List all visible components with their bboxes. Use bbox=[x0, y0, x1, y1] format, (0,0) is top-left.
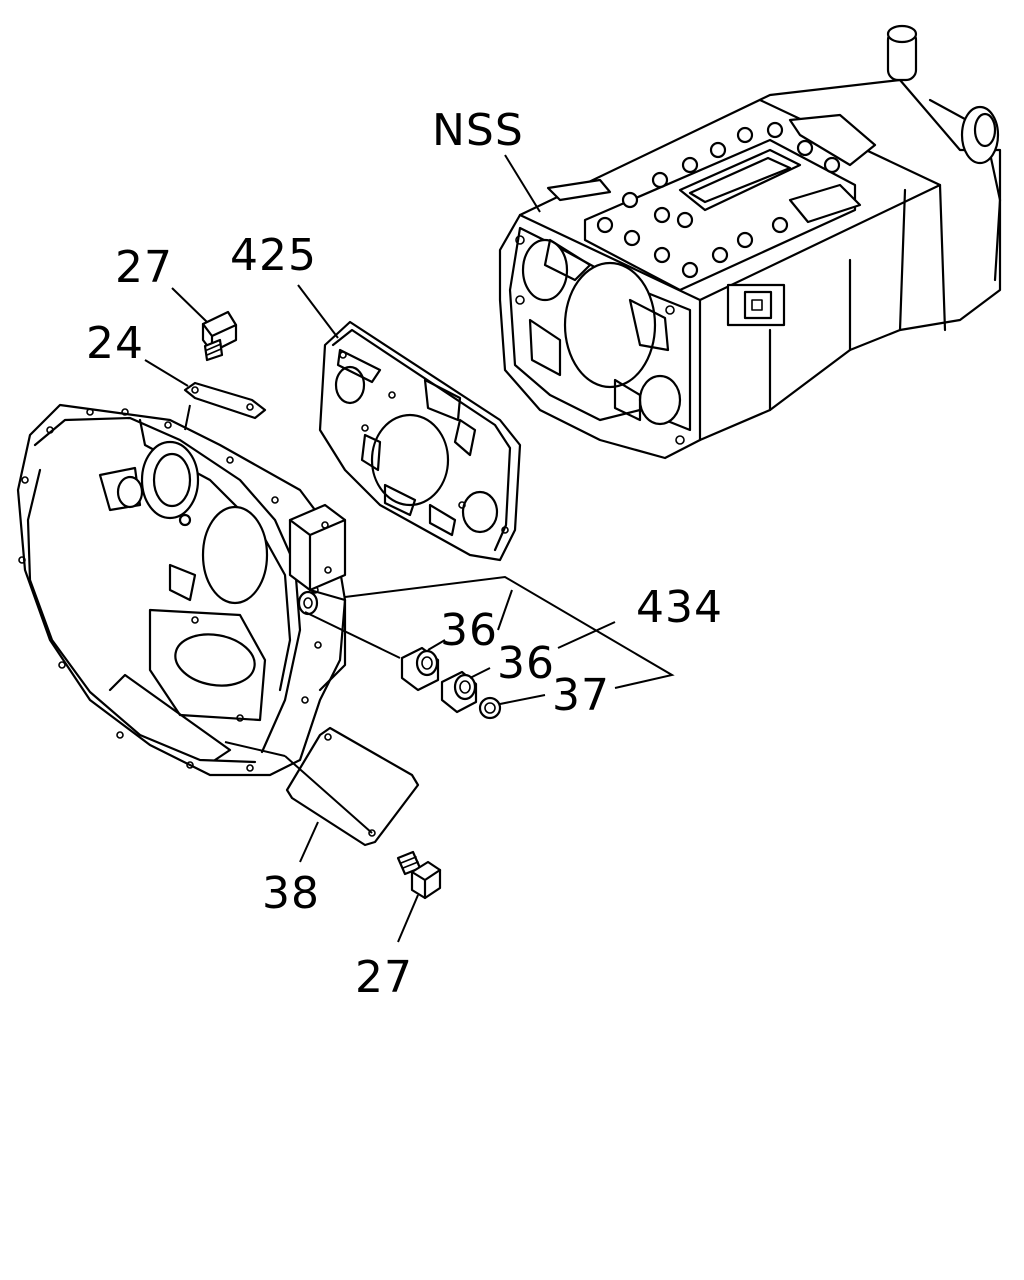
leader-lines bbox=[144, 154, 675, 943]
callout-27-bottom: 27 bbox=[355, 952, 413, 1003]
callout-27-top: 27 bbox=[115, 242, 173, 293]
clutch-bell-housing bbox=[16, 403, 347, 777]
bolt-27-bottom bbox=[396, 850, 442, 900]
gasket-425 bbox=[318, 320, 522, 562]
cover-plate-38 bbox=[285, 726, 420, 847]
callout-434: 434 bbox=[636, 582, 723, 633]
bushing-36-b bbox=[440, 670, 478, 714]
callout-37: 37 bbox=[552, 670, 610, 721]
tag-plate-24 bbox=[183, 381, 267, 420]
callout-425: 425 bbox=[230, 230, 317, 281]
washer-37 bbox=[478, 696, 502, 720]
transmission-assembly bbox=[498, 24, 1002, 460]
bushing-36-a bbox=[400, 646, 440, 692]
callout-24: 24 bbox=[86, 318, 144, 369]
callout-38: 38 bbox=[262, 868, 320, 919]
callout-labels: NSS 425 27 24 434 36 36 37 38 27 bbox=[86, 105, 723, 1003]
callout-36-a: 36 bbox=[440, 605, 498, 656]
callout-36-b: 36 bbox=[497, 638, 555, 689]
bolt-27-top bbox=[201, 310, 238, 362]
callout-nss: NSS bbox=[432, 105, 524, 156]
